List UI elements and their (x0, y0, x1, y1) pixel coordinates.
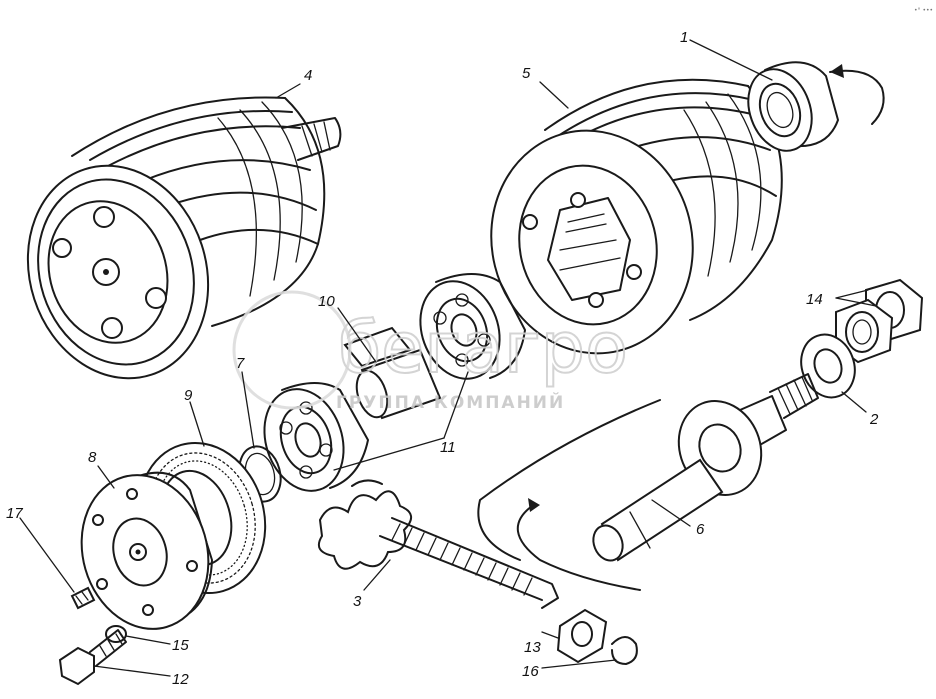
callout-7: 7 (236, 355, 245, 372)
callout-16: 16 (522, 663, 539, 680)
bolt (58, 629, 127, 686)
pulley-right (490, 78, 783, 355)
watermark-brand: бегагро (338, 307, 628, 389)
axle-shaft (592, 373, 819, 562)
bearing-lower-mid (263, 382, 369, 492)
watermark: бегагро ГРУППА КОМПАНИЙ (232, 290, 629, 413)
leader-lines (19, 39, 877, 677)
watermark-tagline: ГРУППА КОМПАНИЙ (336, 391, 565, 413)
rotation-arrow (477, 399, 661, 591)
corner-mark: •° ••• (914, 7, 933, 14)
callout-6: 6 (696, 521, 705, 538)
callout-10: 10 (318, 293, 335, 310)
bearing-top (747, 61, 885, 152)
bearing-upper-mid (419, 273, 526, 380)
nut-bottom (556, 608, 608, 664)
callout-3: 3 (353, 593, 362, 610)
callout-4: 4 (304, 67, 312, 84)
callout-17: 17 (6, 505, 23, 522)
callout-9: 9 (184, 387, 193, 404)
callout-2: 2 (869, 411, 879, 428)
callout-11: 11 (440, 439, 456, 456)
callout-12: 12 (172, 671, 189, 688)
callout-5: 5 (522, 65, 531, 82)
set-screw (70, 586, 96, 610)
washer-small (105, 625, 127, 643)
callout-8: 8 (88, 449, 97, 466)
puller-screw (318, 479, 559, 609)
flange-cover (80, 471, 213, 630)
callout-15: 15 (172, 637, 189, 654)
callout-1: 1 (680, 29, 688, 46)
key-sleeve (343, 326, 442, 420)
pulley-left (26, 96, 342, 380)
washer-right (800, 333, 856, 399)
callout-labels: 1 2 3 4 5 6 7 8 9 10 11 12 13 14 15 16 1… (6, 29, 879, 688)
callout-13: 13 (524, 639, 541, 656)
callout-14: 14 (806, 291, 823, 308)
